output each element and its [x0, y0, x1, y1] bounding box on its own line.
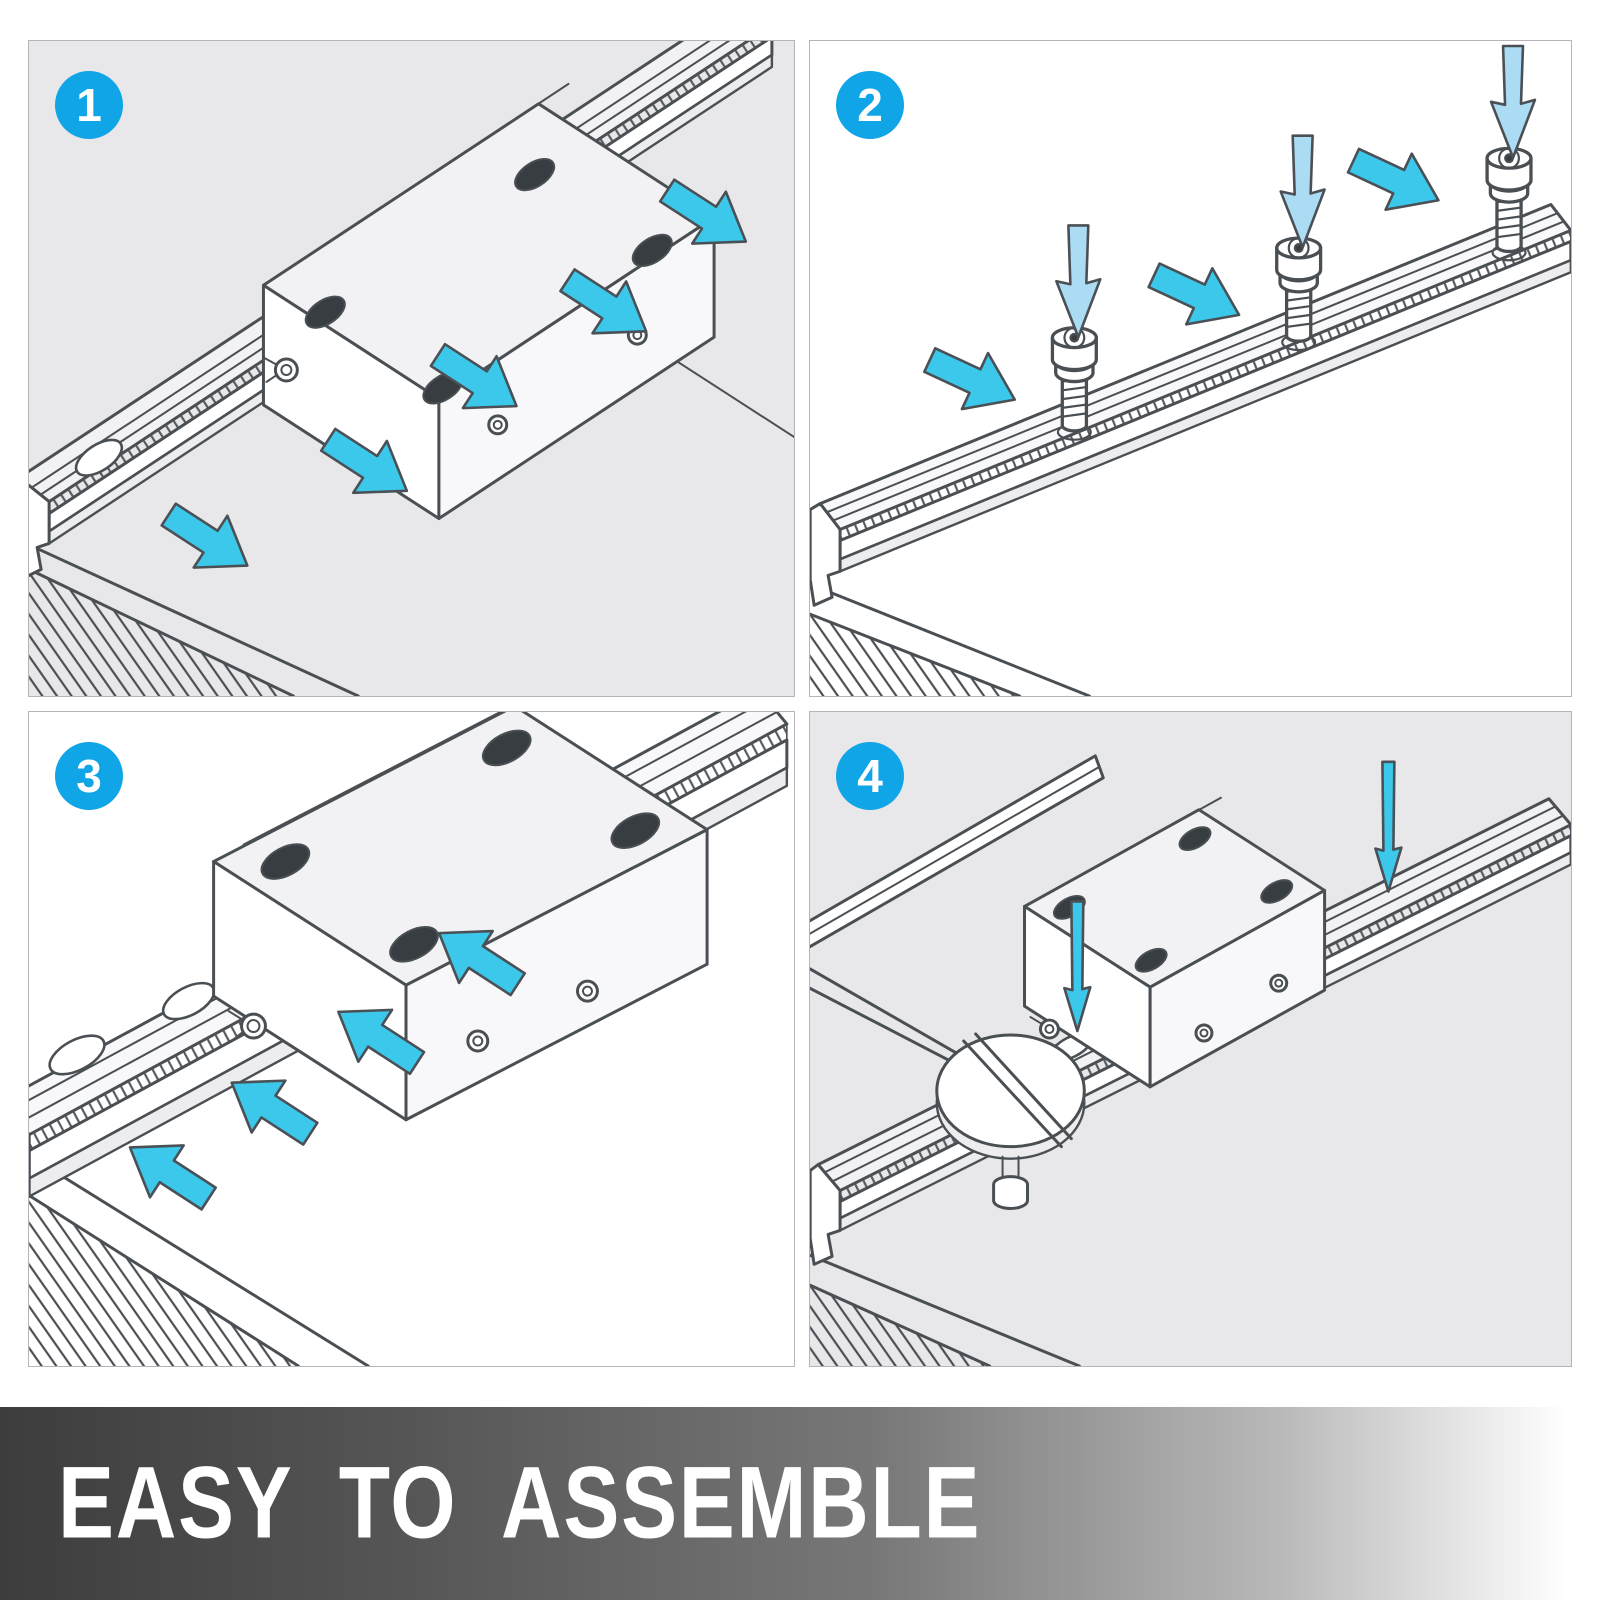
mounting-surface: [810, 1253, 1081, 1366]
gauge-foot: [992, 1175, 1029, 1210]
step-1-badge: 1: [55, 71, 123, 139]
banner: EASY TO ASSEMBLE: [0, 1407, 1600, 1600]
direction-arrow: [337, 1008, 426, 1076]
block-bolt-hole: [481, 729, 532, 767]
rail-mounting-hole: [48, 1034, 106, 1076]
insert-arrow: [1489, 44, 1537, 159]
press-down-arrows: [1063, 760, 1403, 1033]
grease-nipple: [263, 357, 299, 383]
block-bolt-hole: [1178, 826, 1212, 851]
step-4-panel: 4: [809, 711, 1572, 1367]
step-1-illustration: [29, 41, 794, 696]
linear-rail: [810, 203, 1571, 607]
block-bolt-hole: [610, 812, 661, 849]
block-bolt-hole: [631, 233, 673, 267]
screw-position-arrows: [923, 147, 1440, 411]
step-1-number: 1: [76, 79, 102, 131]
step-4-number: 4: [857, 750, 883, 802]
step-2-number: 2: [857, 79, 883, 131]
mounting-surface: [29, 1154, 370, 1366]
insert-arrow: [1055, 224, 1102, 339]
step-3-illustration: [29, 712, 789, 1366]
step-4-illustration: [810, 754, 1571, 1366]
grease-nipple: [227, 1010, 267, 1042]
dial-gauge: [810, 967, 1086, 1210]
mounting-surface: [29, 354, 794, 696]
direction-arrow: [429, 342, 518, 410]
insert-arrow: [1374, 760, 1403, 893]
rail-end-profile: [29, 483, 51, 578]
direction-arrow: [437, 929, 527, 997]
insert-arrow: [1063, 900, 1092, 1033]
rail-end-profile: [810, 502, 842, 607]
block-bolt-hole: [260, 843, 311, 880]
side-screw: [487, 414, 509, 436]
step-1-panel: 1: [28, 40, 795, 697]
direction-arrow: [658, 178, 748, 245]
direction-arrow: [319, 427, 409, 495]
rail-rack-teeth: [839, 229, 1571, 542]
rail-mounting-hole: [74, 438, 124, 477]
side-screw: [1194, 1023, 1214, 1043]
direction-arrow: [559, 268, 648, 335]
banner-title: EASY TO ASSEMBLE: [58, 1445, 982, 1561]
step-4-badge: 4: [836, 742, 904, 810]
step-2-panel: 2: [809, 40, 1572, 697]
step-2-illustration: [810, 44, 1571, 696]
step-3-panel: 3: [28, 711, 795, 1367]
direction-arrow: [1147, 262, 1241, 326]
push-direction-arrows: [160, 178, 748, 569]
carriage-block: [261, 82, 716, 521]
block-bolt-hole: [304, 295, 346, 329]
side-screw: [1269, 973, 1289, 993]
direction-arrow: [128, 1144, 217, 1211]
side-screw: [575, 979, 599, 1003]
press-down-arrows: [1055, 44, 1537, 339]
block-bolt-hole: [514, 157, 556, 192]
push-direction-arrows: [128, 929, 527, 1211]
insert-arrow: [1279, 134, 1326, 249]
block-bolt-hole: [389, 925, 439, 963]
block-bolt-hole: [1260, 879, 1294, 904]
block-bolt-hole: [1134, 947, 1168, 973]
side-screw: [466, 1029, 490, 1053]
step-3-number: 3: [76, 750, 102, 802]
rail-end-profile: [810, 1163, 842, 1266]
grease-nipple: [1029, 1016, 1060, 1040]
step-3-badge: 3: [55, 742, 123, 810]
mounting-surface: [810, 582, 1091, 696]
direction-arrow: [923, 346, 1017, 411]
dial-slot: [962, 1039, 1063, 1149]
carriage-block: [212, 712, 709, 1122]
direction-arrow: [230, 1079, 319, 1146]
direction-arrow: [1346, 147, 1440, 212]
step-2-badge: 2: [836, 71, 904, 139]
straightedge-bar: [810, 754, 1105, 949]
direction-arrow: [160, 502, 249, 569]
